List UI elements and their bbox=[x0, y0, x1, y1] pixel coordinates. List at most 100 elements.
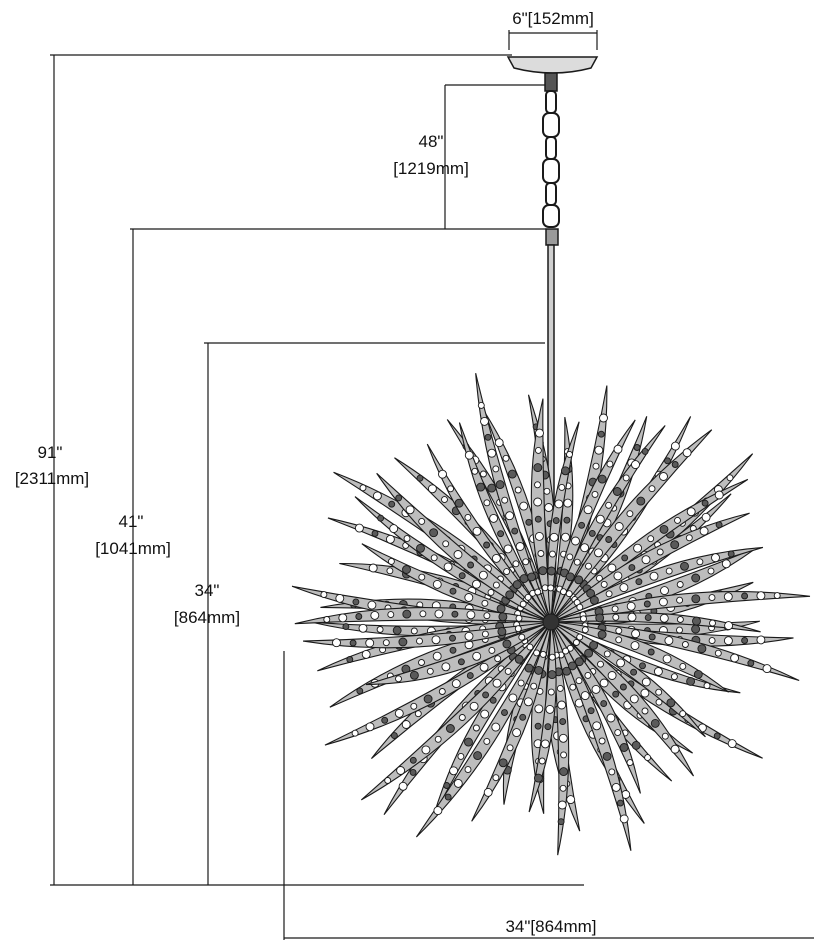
crystal-bead bbox=[464, 766, 472, 774]
crystal-bead bbox=[671, 461, 679, 468]
crystal-bead bbox=[483, 787, 493, 797]
crystal-bead bbox=[442, 540, 450, 548]
crystal-bead bbox=[608, 768, 616, 776]
crystal-bead bbox=[395, 494, 403, 502]
crystal-bead bbox=[351, 729, 359, 737]
crystal-bead bbox=[562, 647, 570, 655]
crystal-bead bbox=[492, 581, 500, 589]
crystal-bead bbox=[676, 626, 683, 634]
crystal-bead bbox=[598, 737, 606, 745]
crystal-bead bbox=[597, 474, 607, 484]
crystal-bead bbox=[451, 679, 461, 689]
crystal-bead bbox=[464, 450, 474, 460]
crystal-bead bbox=[361, 649, 371, 659]
crystal-bead bbox=[606, 460, 614, 468]
crystal-bead bbox=[502, 639, 512, 649]
leaf bbox=[471, 621, 552, 822]
crystal-bead bbox=[381, 716, 389, 724]
crystal-bead bbox=[367, 600, 377, 610]
crystal-bead bbox=[581, 626, 589, 634]
crystal-bead bbox=[402, 609, 412, 619]
leaf bbox=[530, 398, 552, 623]
crystal-bead bbox=[680, 561, 689, 571]
crystal-bead bbox=[409, 670, 419, 680]
crystal-bead bbox=[449, 634, 456, 642]
crystal-bead bbox=[533, 649, 541, 657]
crystal-bead bbox=[592, 462, 600, 470]
crystal-bead bbox=[682, 448, 692, 458]
crystal-bead bbox=[453, 550, 463, 559]
crystal-bead bbox=[386, 567, 394, 575]
crystal-bead bbox=[476, 482, 486, 492]
crystal-bead bbox=[715, 521, 723, 529]
crystal-bead bbox=[488, 646, 496, 654]
crystal-bead bbox=[691, 624, 701, 634]
crystal-bead bbox=[534, 722, 542, 730]
crystal-bead bbox=[479, 662, 489, 672]
crystal-bead bbox=[559, 767, 569, 777]
crystal-bead bbox=[643, 600, 651, 608]
crystal-bead bbox=[612, 613, 620, 621]
crystal-bead bbox=[523, 697, 533, 707]
crystal-bead bbox=[502, 454, 510, 462]
crystal-bead bbox=[595, 613, 605, 623]
leaf bbox=[550, 621, 695, 777]
crystal-bead bbox=[640, 688, 650, 698]
crystal-bead bbox=[370, 610, 380, 620]
crystal-bead bbox=[639, 662, 646, 670]
crystal-bead bbox=[431, 635, 441, 645]
crystal-bead bbox=[565, 572, 575, 582]
crystal-bead bbox=[538, 566, 548, 576]
crystal-bead bbox=[416, 474, 424, 482]
crystal-bead bbox=[515, 542, 525, 551]
crystal-bead bbox=[480, 709, 490, 719]
leaf bbox=[550, 429, 713, 623]
crystal-bead bbox=[747, 659, 755, 667]
leaf bbox=[415, 621, 552, 838]
crystal-bead bbox=[449, 766, 459, 776]
crystal-bead bbox=[338, 613, 348, 623]
leaf bbox=[528, 621, 557, 813]
crystal-bead bbox=[522, 558, 530, 566]
crystal-bead bbox=[445, 724, 455, 733]
crystal-bead bbox=[656, 548, 664, 556]
crystal-bead bbox=[533, 463, 543, 473]
crystal-bead bbox=[356, 687, 364, 695]
crystal-bead bbox=[332, 638, 341, 648]
crystal-bead bbox=[483, 541, 491, 549]
crystal-bead bbox=[429, 528, 439, 538]
crystal-bead bbox=[614, 522, 624, 531]
crystal-bead bbox=[599, 413, 608, 423]
height-to-top-imperial: 41" bbox=[119, 512, 144, 531]
crystal-bead bbox=[599, 678, 609, 688]
crystal-bead bbox=[382, 639, 390, 647]
crystal-bead bbox=[524, 593, 532, 601]
leaf bbox=[550, 621, 632, 851]
crystal-bead bbox=[552, 517, 560, 525]
crystal-bead bbox=[497, 627, 507, 637]
crystal-bead bbox=[607, 563, 617, 573]
crystal-bead bbox=[416, 543, 425, 553]
leaf bbox=[550, 621, 641, 794]
crystal-bead bbox=[627, 612, 637, 622]
crystal-bead bbox=[756, 591, 766, 601]
crystal-bead bbox=[481, 630, 489, 638]
crystal-bead bbox=[575, 677, 583, 685]
crystal-bead bbox=[691, 594, 701, 604]
crystal-bead bbox=[565, 590, 573, 598]
crystal-bead bbox=[487, 588, 495, 596]
crystal-bead bbox=[467, 561, 475, 569]
crystal-bead bbox=[512, 728, 522, 738]
crystal-bead bbox=[466, 610, 476, 620]
crystal-bead bbox=[630, 641, 640, 651]
crystal-bead bbox=[547, 688, 555, 696]
crystal-bead bbox=[676, 616, 684, 623]
crystal-bead bbox=[723, 636, 733, 646]
crystal-bead bbox=[368, 563, 378, 573]
crystal-bead bbox=[472, 526, 482, 536]
crystal-bead bbox=[615, 636, 623, 644]
crystal-bead bbox=[421, 745, 431, 755]
crystal-bead bbox=[561, 532, 570, 542]
crystal-bead bbox=[541, 584, 549, 592]
